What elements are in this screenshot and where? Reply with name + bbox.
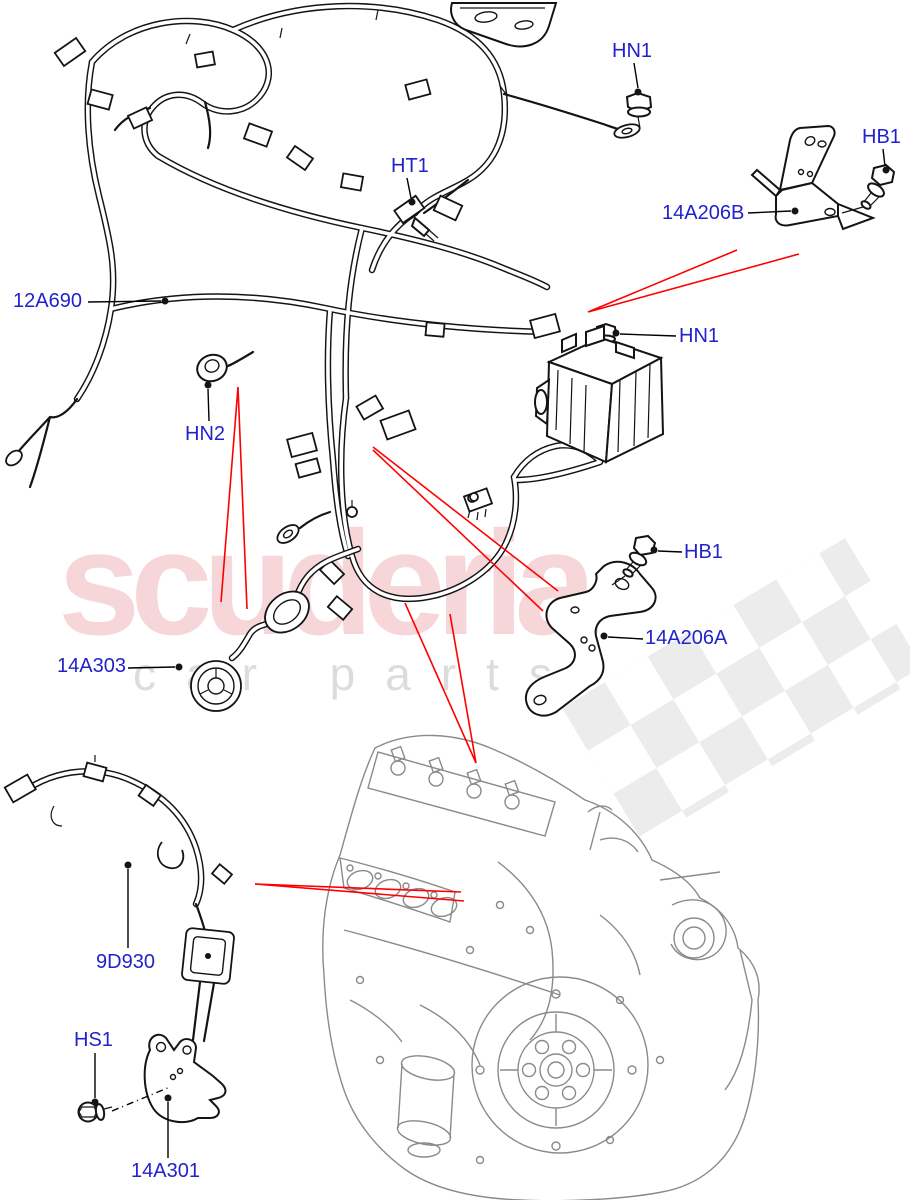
- label-leader-lines: [87, 62, 890, 1158]
- bracket-14a301: [143, 1033, 227, 1124]
- part-label-hn1-top[interactable]: HN1: [612, 40, 653, 62]
- red-callout-lines: [220, 249, 800, 902]
- part-label-hn2[interactable]: HN2: [185, 423, 226, 445]
- bracket-14a206a: [524, 560, 657, 717]
- bracket-14a206b: [750, 124, 876, 231]
- nut-hn1-top: [613, 91, 653, 139]
- part-label-hn1-mid[interactable]: HN1: [679, 325, 720, 347]
- engine-illustration: [322, 734, 760, 1200]
- part-label-14a301[interactable]: 14A301: [131, 1160, 200, 1182]
- part-label-hb1-mid[interactable]: HB1: [684, 541, 723, 563]
- harness-9d930: [3, 755, 235, 1043]
- part-label-hs1[interactable]: HS1: [74, 1029, 113, 1051]
- checkered-flag-watermark: [562, 538, 910, 844]
- grommet-hn2: [196, 353, 228, 383]
- part-label-12a690[interactable]: 12A690: [13, 290, 82, 312]
- sensor-ht1: [393, 194, 439, 242]
- part-label-ht1[interactable]: HT1: [391, 155, 429, 177]
- bolt-hs1: [77, 1101, 113, 1123]
- part-label-14a206b[interactable]: 14A206B: [662, 202, 745, 224]
- fuse-box: [534, 324, 665, 464]
- part-label-9d930[interactable]: 9D930: [96, 951, 155, 973]
- watermark: scuderia car parts: [58, 501, 910, 844]
- part-label-14a206a[interactable]: 14A206A: [645, 627, 728, 649]
- watermark-brand-text: scuderia: [58, 501, 598, 666]
- top-edge-bracket: [450, 2, 558, 48]
- part-label-hb1-top[interactable]: HB1: [862, 126, 901, 148]
- bolt-hb1-mid: [611, 534, 657, 586]
- part-label-14a303[interactable]: 14A303: [57, 655, 126, 677]
- pigtail-14a303: [190, 545, 362, 712]
- main-harness-illustration: [5, 2, 665, 622]
